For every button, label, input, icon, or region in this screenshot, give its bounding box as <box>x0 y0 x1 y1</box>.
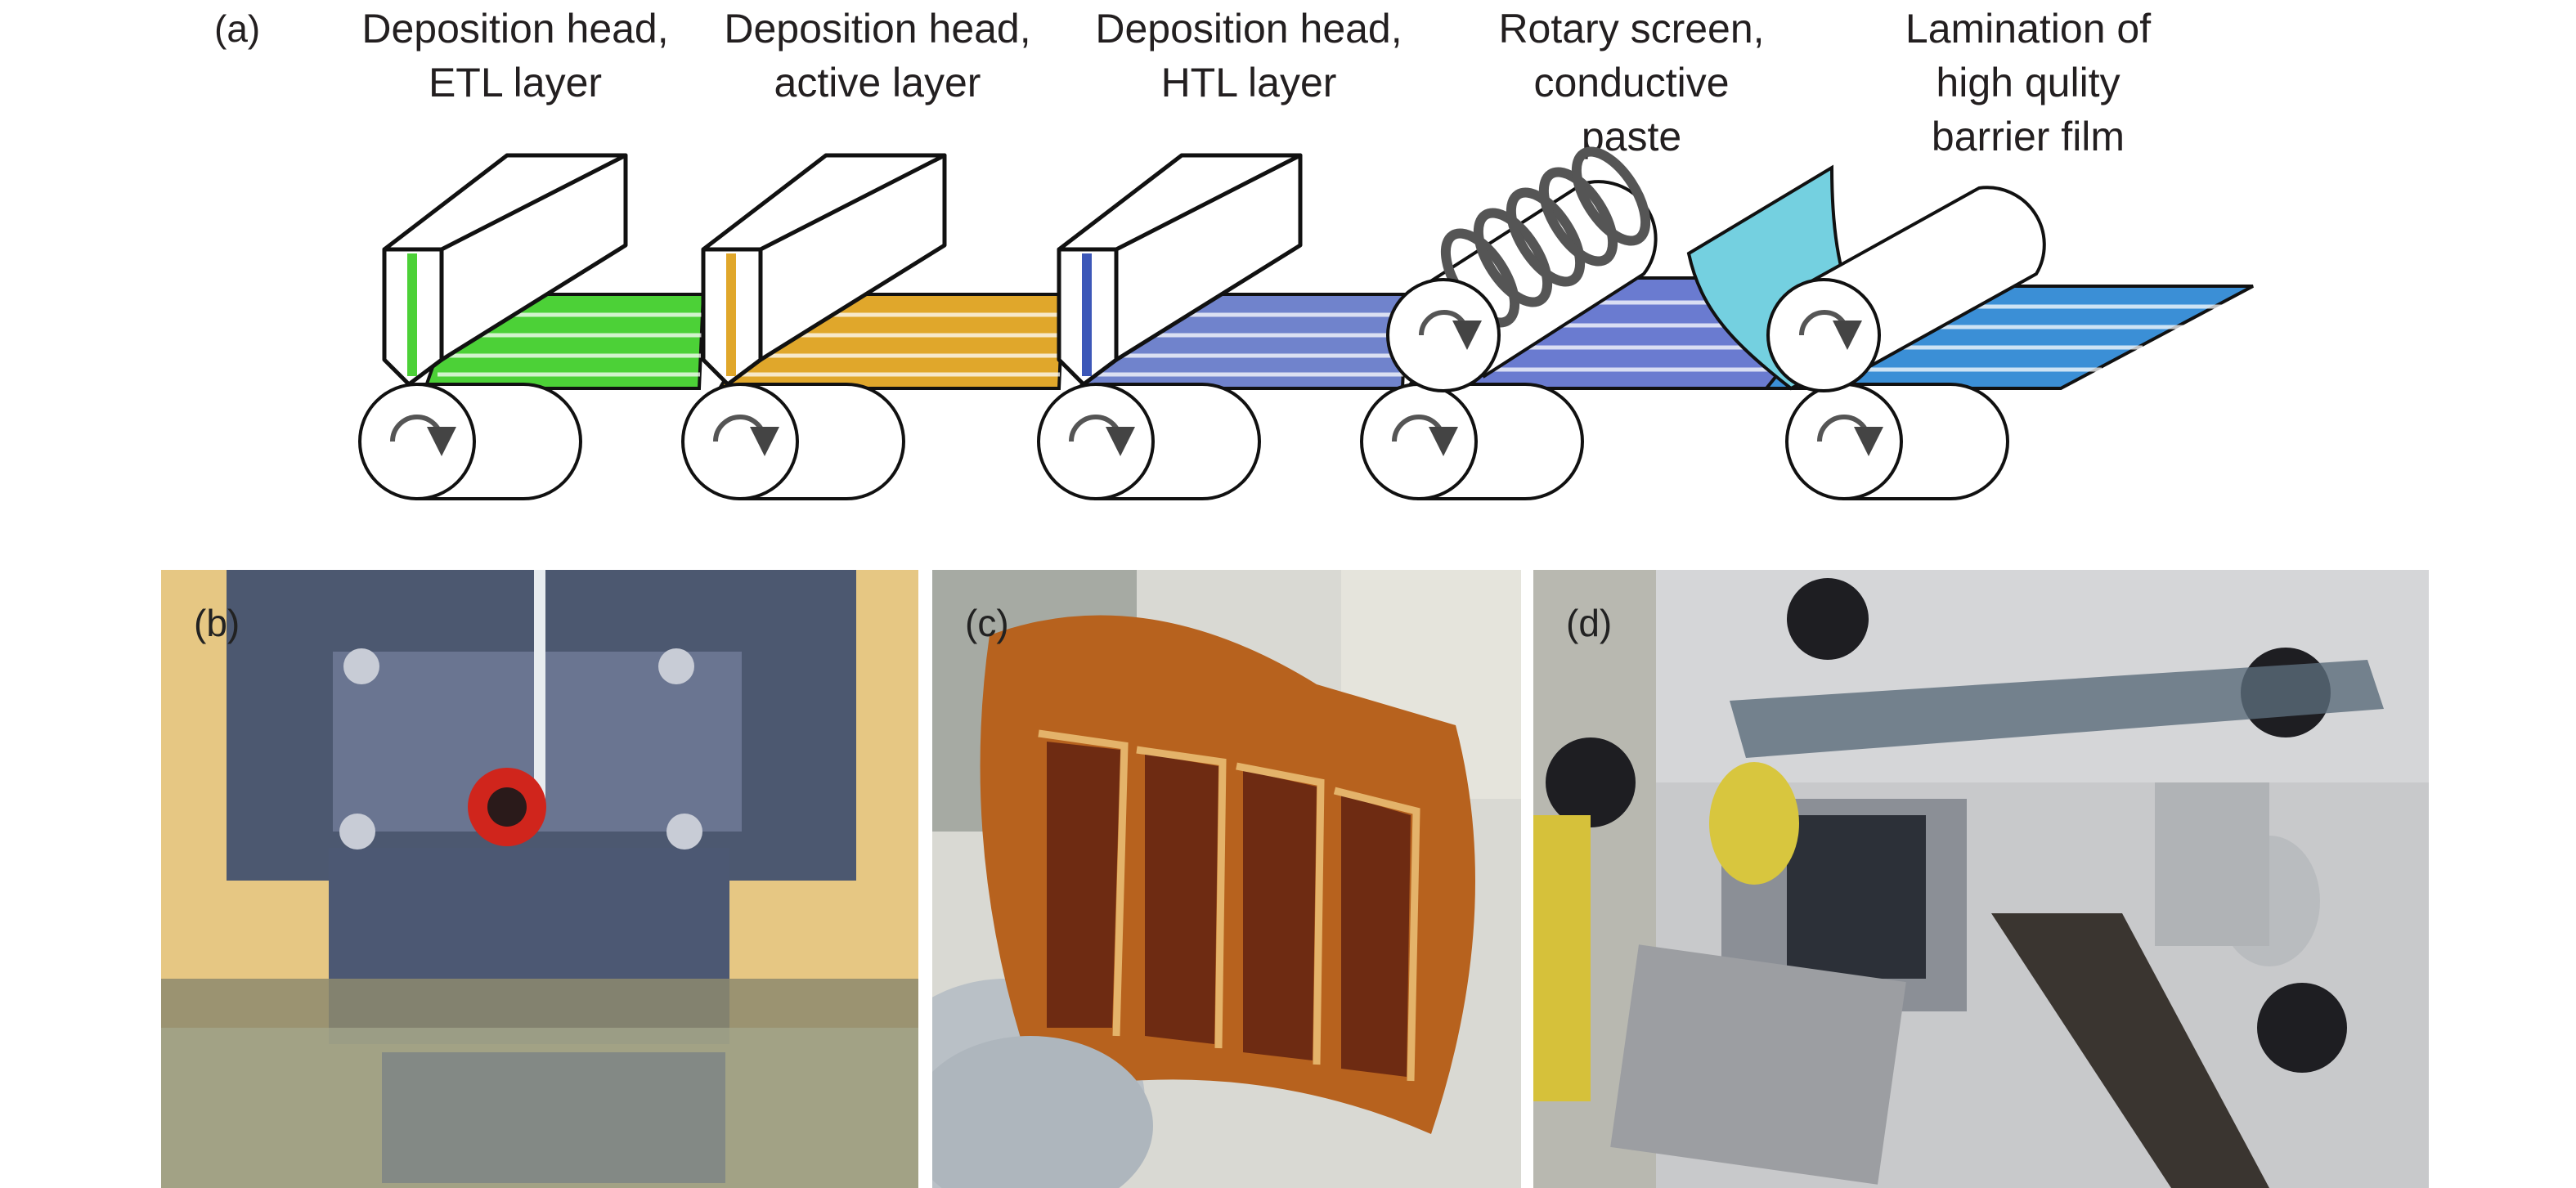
step-label-active-deposition: Deposition head, active layer <box>724 6 1031 105</box>
bottom-roller-1 <box>358 383 582 500</box>
photo-r2r-machine: (d) <box>1533 570 2429 1188</box>
rotary-screen <box>1386 146 1658 392</box>
panel-b-label: (b) <box>194 602 240 644</box>
step-label-htl-deposition: Deposition head, HTL layer <box>1095 6 1402 105</box>
bottom-rollers <box>358 383 2009 500</box>
photo-slot-die-head: (b) <box>161 570 918 1188</box>
photo-flexible-module: (c) <box>932 570 1521 1188</box>
step-label-barrier-lamination: Lamination of high qulity barrier film <box>1905 6 2152 159</box>
roll-to-roll-diagram <box>358 146 2254 500</box>
panel-d-label: (d) <box>1566 602 1613 644</box>
step-label-etl-deposition: Deposition head, ETL layer <box>361 6 669 105</box>
barrier-film-lamination <box>1686 164 2046 392</box>
bottom-roller-4 <box>1360 383 1584 500</box>
bottom-roller-5 <box>1785 383 2009 500</box>
panel-a-label: (a) <box>214 7 261 50</box>
panel-c-label: (c) <box>965 602 1009 644</box>
deposition-head-etl <box>382 153 628 387</box>
deposition-head-active <box>701 153 947 387</box>
deposition-head-htl <box>1057 153 1303 387</box>
step-label-rotary-screen: Rotary screen, conductive paste <box>1498 6 1765 159</box>
deposition-heads <box>382 153 1303 387</box>
bottom-roller-3 <box>1037 383 1261 500</box>
bottom-roller-2 <box>681 383 905 500</box>
